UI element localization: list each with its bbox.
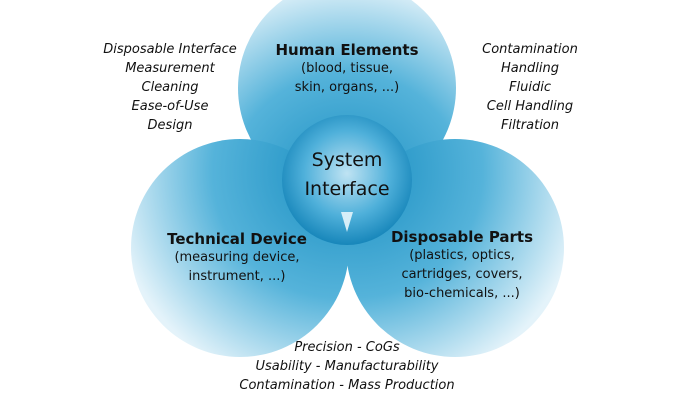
human-elements-desc: (blood, tissue, <box>301 61 393 76</box>
list-item: Usability - Manufacturability <box>255 359 439 374</box>
human-elements-desc: skin, organs, ...) <box>294 80 400 95</box>
disposable-parts-desc: cartridges, covers, <box>401 267 523 282</box>
list-item: Contamination - Mass Production <box>239 378 455 393</box>
human-elements-label: Human Elements (blood, tissue, skin, org… <box>257 41 437 97</box>
list-item: Design <box>147 118 193 133</box>
list-item: Handling <box>501 61 559 76</box>
list-item: Contamination <box>482 42 578 57</box>
system-interface-circle <box>282 115 412 245</box>
technical-device-desc: (measuring device, <box>174 250 300 265</box>
list-item: Precision - CoGs <box>294 340 400 355</box>
technical-device-desc: instrument, ...) <box>188 269 286 284</box>
list-item: Cell Handling <box>486 99 574 114</box>
list-item: Fluidic <box>509 80 551 95</box>
disposable-parts-desc: bio-chemicals, ...) <box>404 286 520 301</box>
list-item: Cleaning <box>141 80 199 95</box>
list-item: Measurement <box>125 61 215 76</box>
technical-device-title: Technical Device <box>167 230 307 248</box>
bottom-list: Precision - CoGs Usability - Manufactura… <box>227 338 467 395</box>
disposable-parts-desc: (plastics, optics, <box>409 248 515 263</box>
list-item: Filtration <box>500 118 559 133</box>
disposable-parts-label: Disposable Parts (plastics, optics, cart… <box>367 228 557 303</box>
human-elements-title: Human Elements <box>275 41 419 59</box>
system-interface-line: System <box>311 149 383 171</box>
left-list: Disposable Interface Measurement Cleanin… <box>95 40 245 135</box>
right-list: Contamination Handling Fluidic Cell Hand… <box>450 40 610 135</box>
list-item: Disposable Interface <box>103 42 237 57</box>
system-interface-line: Interface <box>304 178 390 200</box>
pointer-triangle <box>341 212 353 232</box>
technical-device-label: Technical Device (measuring device, inst… <box>147 230 327 286</box>
list-item: Ease-of-Use <box>131 99 209 114</box>
disposable-parts-title: Disposable Parts <box>390 228 534 246</box>
system-interface-label: System Interface <box>287 146 407 204</box>
